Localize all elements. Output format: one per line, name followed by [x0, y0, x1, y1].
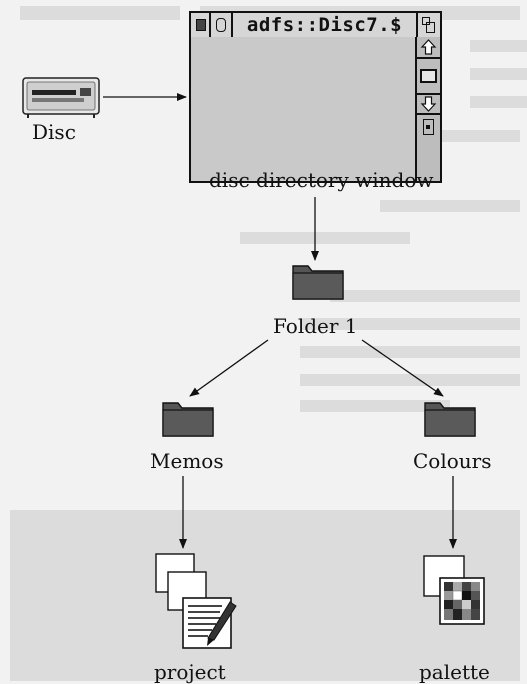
- colours-label: Colours: [413, 449, 492, 473]
- memos-folder-icon[interactable]: [160, 397, 216, 439]
- scrollbar-slider[interactable]: [420, 69, 437, 83]
- arrow-folder1-to-memos: [189, 339, 269, 397]
- vertical-scrollbar[interactable]: [417, 37, 440, 181]
- palette-label: palette: [419, 660, 490, 684]
- palette-file-icon[interactable]: [420, 550, 492, 640]
- arrow-folder1-to-colours: [361, 339, 444, 397]
- back-icon[interactable]: [191, 13, 211, 37]
- scroll-down-icon[interactable]: [417, 93, 440, 115]
- scroll-up-icon[interactable]: [417, 37, 440, 59]
- project-files-icon[interactable]: [150, 550, 242, 660]
- disc-drive-icon[interactable]: [20, 72, 102, 120]
- window-caption: disc directory window: [209, 168, 434, 192]
- folder-1-label: Folder 1: [273, 314, 358, 338]
- disc-label: Disc: [32, 120, 76, 144]
- title-bar[interactable]: adfs::Disc7.$: [191, 13, 440, 39]
- folder-1-icon[interactable]: [290, 260, 346, 302]
- iconise-icon[interactable]: [211, 13, 233, 37]
- memos-label: Memos: [150, 449, 224, 473]
- disc-directory-window[interactable]: adfs::Disc7.$: [189, 11, 442, 183]
- toggle-size-icon[interactable]: [418, 13, 440, 37]
- resize-icon[interactable]: [417, 115, 440, 139]
- window-work-area[interactable]: [191, 37, 417, 181]
- window-title: adfs::Disc7.$: [233, 13, 418, 37]
- project-label: project: [154, 660, 226, 684]
- colours-folder-icon[interactable]: [422, 397, 478, 439]
